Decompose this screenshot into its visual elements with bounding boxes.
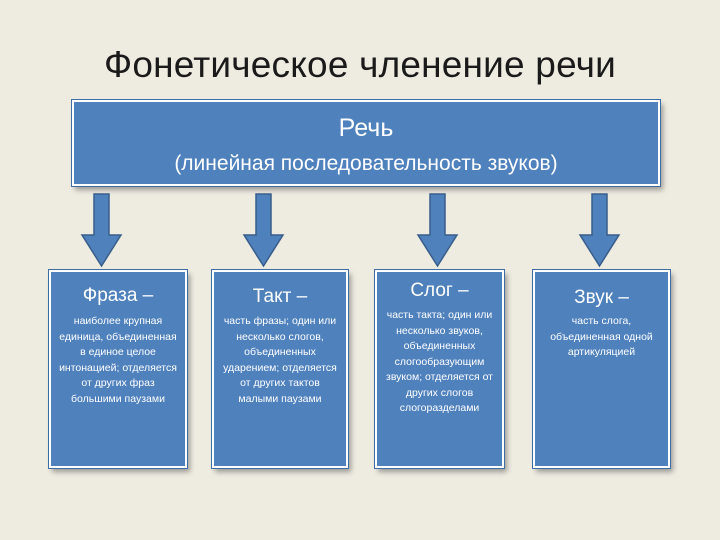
arrow-down-tact [242,193,285,268]
unit-box-tact: Такт – часть фразы; один или несколько с… [212,270,348,468]
slide-title: Фонетическое членение речи [104,44,616,85]
unit-box-phrase: Фраза – наиболее крупная единица, объеди… [49,270,187,468]
unit-title-phrase: Фраза – [82,285,154,306]
unit-box-sound: Звук – часть слога, объединенная одной а… [533,270,670,468]
unit-title-tact: Такт – [252,286,308,307]
arrow-down-phrase [80,193,123,268]
unit-desc-phrase: наиболее крупная единица, объединенная в… [59,315,177,405]
root-box-speech: Речь (линейная последовательность звуков… [72,100,660,186]
arrow-down-sound [578,193,621,268]
unit-title-sound: Звук – [574,287,629,308]
unit-desc-sound: часть слога, объединенная одной артикуля… [550,315,653,358]
unit-box-syllable: Слог – часть такта; один или несколько з… [375,270,504,468]
arrow-down-syllable [416,193,459,268]
unit-desc-tact: часть фразы; один или несколько слогов, … [223,315,337,405]
unit-title-syllable: Слог – [410,280,469,301]
root-subtitle: (линейная последовательность звуков) [174,152,558,175]
unit-desc-syllable: часть такта; один или несколько звуков, … [386,309,493,414]
root-title: Речь [338,114,394,142]
